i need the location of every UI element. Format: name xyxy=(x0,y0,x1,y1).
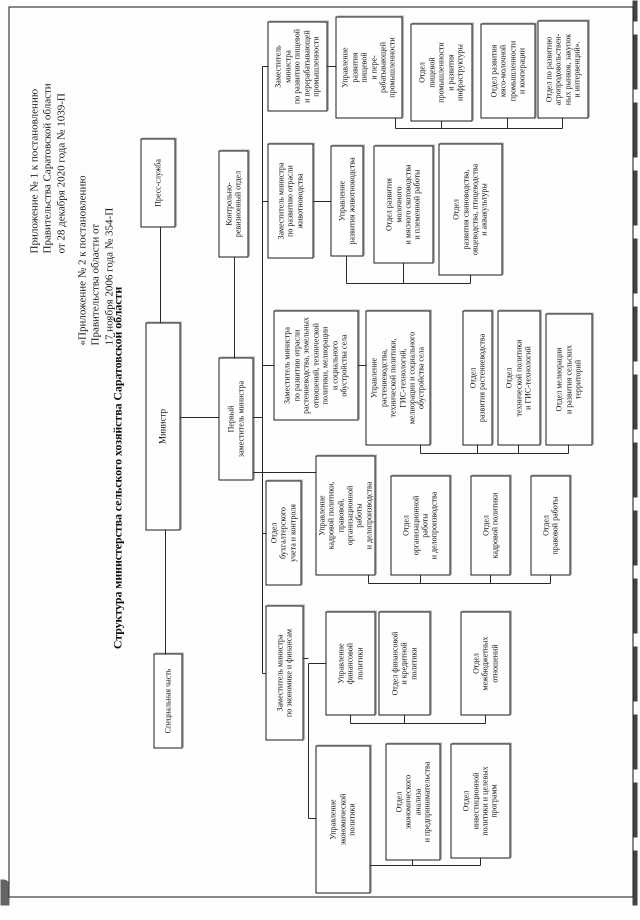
org-box-dept-melioration: Отдел мелиорации и развития сельских тер… xyxy=(545,313,592,445)
appendix-note-1: Приложение № 1 к постановлению Правитель… xyxy=(28,82,67,253)
org-box-dept-fin-credit: Отдел финансовой и кредитной политики xyxy=(378,611,430,715)
org-box-dir-hr: Управление кадровой политики, правовой, … xyxy=(315,455,375,575)
org-box-dept-interbudget: Отдел межбюджетных отношений xyxy=(460,611,510,715)
org-box-dir-livestock: Управление развития животноводства xyxy=(330,145,363,256)
org-box-press-service: Пресс-служба xyxy=(140,138,175,227)
org-box-deputy-economy: Заместитель министра по экономике и фина… xyxy=(265,605,303,740)
scan-corner-artifact xyxy=(0,879,9,905)
org-box-deputy-crop: Заместитель министра по развитию отрасли… xyxy=(273,310,358,420)
org-box-dir-crop: Управление растениеводства, технической … xyxy=(365,310,430,445)
org-box-dept-org-work: Отдел организационной работы и делопроиз… xyxy=(390,475,450,575)
org-box-dept-hr-policy: Отдел кадровой политики xyxy=(470,475,510,575)
org-box-dept-meat-dairy: Отдел развития мясо-молочной промышленно… xyxy=(480,23,535,118)
org-box-dept-food-infra: Отдел пищевой промышленности и развития … xyxy=(410,23,472,121)
org-box-dept-legal: Отдел правовой работы xyxy=(530,475,570,575)
org-box-dept-pig-poultry: Отдел развития свиноводства, овцеводства… xyxy=(438,143,502,275)
org-box-dir-finance: Управление финансовой политики xyxy=(325,611,375,715)
org-box-dept-tech-gis: Отдел технической политики и ГИС-техноло… xyxy=(497,310,540,445)
org-box-special-part: Специальная часть xyxy=(153,653,182,748)
org-box-dept-agro-markets: Отдел по развитию агропродовольствен- ны… xyxy=(537,20,588,118)
org-box-dept-econ-analysis: Отдел экономического анализа и предприни… xyxy=(385,743,440,860)
org-box-minister: Министр xyxy=(145,322,180,530)
org-box-dept-dairy-beef: Отдел развития молочного и мясного ското… xyxy=(373,145,433,263)
org-box-deputy-livestock: Заместитель министра по развитию отрасли… xyxy=(267,143,313,258)
org-box-dept-crop-dev: Отдел развития растениеводства xyxy=(462,310,492,445)
org-box-dir-food: Управление развития пищевой и пере- раба… xyxy=(335,16,402,118)
chart-title: Структура министерства сельского хозяйст… xyxy=(110,286,124,649)
scan-edge-artifact xyxy=(632,0,637,905)
org-box-dept-investment: Отдел инвестиционной политики и целевых … xyxy=(450,743,510,858)
org-box-dir-economy: Управление экономической политики xyxy=(315,745,370,893)
org-box-accounting: Отдел бухгалтерского учета и контроля xyxy=(265,480,301,585)
org-box-first-deputy: Первый заместитель министра xyxy=(218,357,253,480)
org-box-control-audit: Контрольно- ревизионный отдел xyxy=(218,150,248,257)
org-box-deputy-food: Заместитель министра по развитию пищевой… xyxy=(267,21,327,111)
